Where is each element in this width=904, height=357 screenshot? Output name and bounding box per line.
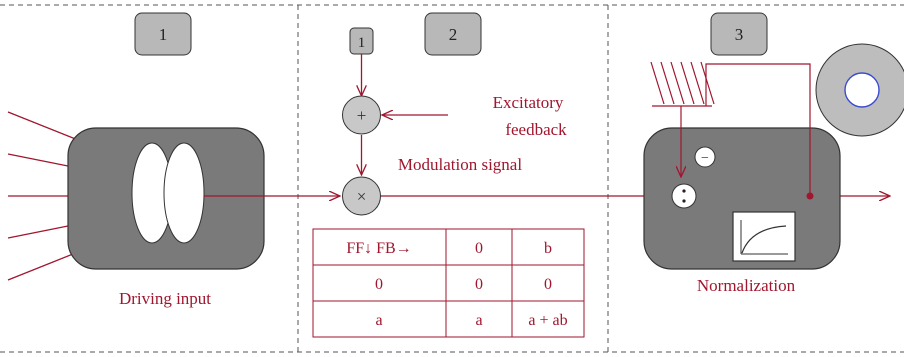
svg-text:×: × <box>357 187 367 206</box>
excitatory-feedback-label-line1: Excitatory <box>493 93 564 112</box>
table-cell: 0 <box>375 276 383 293</box>
svg-text:3: 3 <box>735 25 744 44</box>
table-cell: 0 <box>475 276 483 293</box>
svg-text:1: 1 <box>159 25 168 44</box>
feedback-tap-node <box>806 192 814 200</box>
panel-badge-2: 2 <box>424 12 482 56</box>
svg-text:1: 1 <box>358 35 366 51</box>
table-cell: 0 <box>544 276 552 293</box>
feedback-source-badge: 1 <box>349 27 374 55</box>
table-header-cell: FF↓ FB→ <box>346 240 411 257</box>
table-header-cell: 0 <box>475 240 483 257</box>
panel-badge-3: 3 <box>710 12 768 56</box>
svg-text:+: + <box>357 106 367 125</box>
panel-frame <box>0 4 904 353</box>
normalization-pool-inputs <box>650 61 811 196</box>
modulation-signal-label: Modulation signal <box>398 155 522 174</box>
receptive-field-box <box>67 127 265 270</box>
panel-badge-1: 1 <box>134 12 192 56</box>
receptive-field-off-region <box>163 142 205 244</box>
divide-node <box>671 183 697 209</box>
inhibition-node: − <box>694 146 716 168</box>
multiply-node: × <box>342 176 381 216</box>
table-cell: a <box>375 312 382 329</box>
driving-input-caption: Driving input <box>119 289 211 308</box>
svg-text:−: − <box>701 151 709 166</box>
table-header-cell: b <box>544 240 552 257</box>
saturation-curve-icon <box>732 211 796 262</box>
surround-ring-icon <box>815 43 904 137</box>
excitatory-feedback-label-line2: feedback <box>505 120 567 139</box>
modulation-table: FF↓ FB→ 0 b 0 0 0 a a a + ab <box>312 228 585 338</box>
modulation-connectors <box>362 54 448 175</box>
normalization-caption: Normalization <box>697 276 796 295</box>
table-cell: a <box>475 312 482 329</box>
sum-node: + <box>342 95 381 135</box>
table-cell: a + ab <box>528 312 567 329</box>
svg-text:2: 2 <box>449 25 458 44</box>
